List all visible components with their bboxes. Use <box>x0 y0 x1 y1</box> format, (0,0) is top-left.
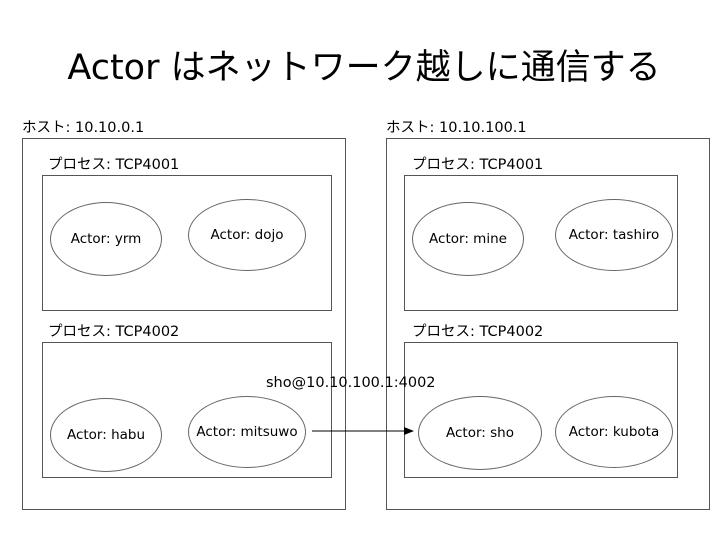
process-label: プロセス: TCP4002 <box>412 324 544 340</box>
process-box <box>404 175 678 311</box>
actor-node: Actor: kubota <box>555 396 673 468</box>
actor-node: Actor: mine <box>412 202 524 276</box>
actor-node: Actor: sho <box>418 396 542 470</box>
process-box <box>404 342 678 478</box>
host-box <box>22 138 346 510</box>
message-address-label: sho@10.10.100.1:4002 <box>266 375 436 391</box>
actor-node: Actor: dojo <box>188 199 306 271</box>
process-box <box>42 342 332 478</box>
host-label: ホスト: 10.10.0.1 <box>22 120 145 136</box>
host-label: ホスト: 10.10.100.1 <box>386 120 527 136</box>
actor-node: Actor: habu <box>50 398 162 472</box>
actor-node: Actor: mitsuwo <box>188 396 306 468</box>
host-box <box>386 138 710 510</box>
actor-node: Actor: tashiro <box>555 199 673 271</box>
actor-node: Actor: yrm <box>50 202 162 276</box>
process-label: プロセス: TCP4001 <box>48 157 180 173</box>
slide-title: Actor はネットワーク越しに通信する <box>67 48 661 88</box>
process-label: プロセス: TCP4002 <box>48 324 180 340</box>
process-label: プロセス: TCP4001 <box>412 157 544 173</box>
process-box <box>42 175 332 311</box>
